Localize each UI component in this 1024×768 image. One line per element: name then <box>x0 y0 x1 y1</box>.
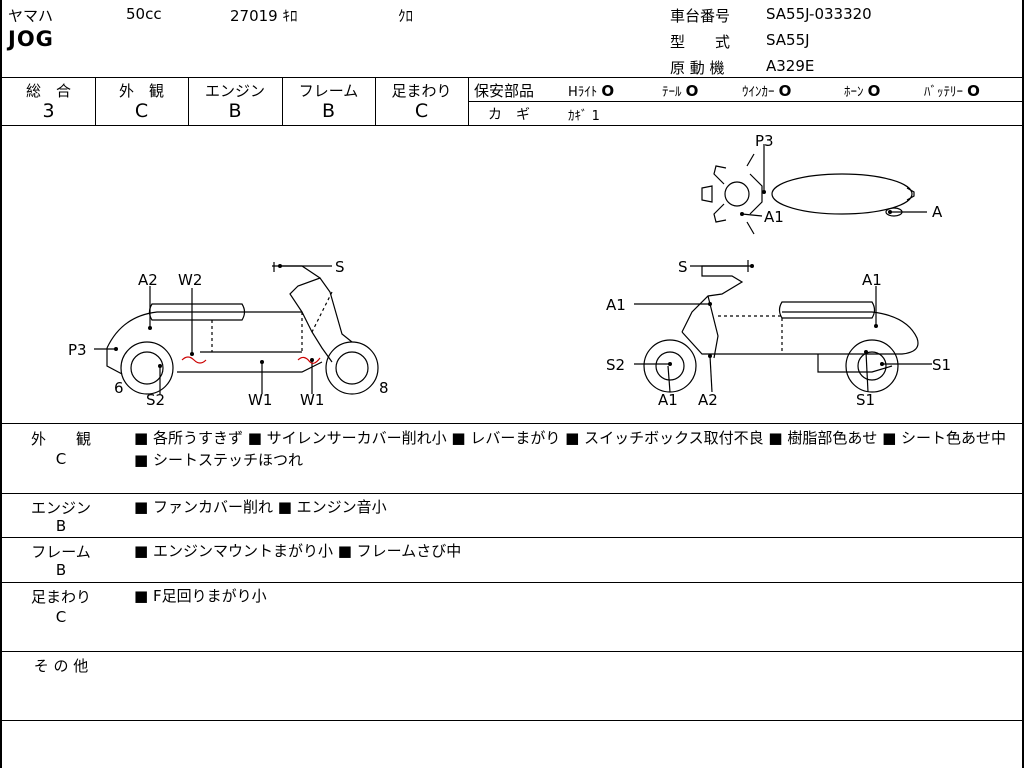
section-suspension-text: ■ F足回りまがり小 <box>134 587 267 605</box>
label-right-s1-bottom: S1 <box>856 391 875 409</box>
model-name: JOG <box>8 27 54 51</box>
engine-label: 原 動 機 <box>670 59 725 77</box>
key-label: カ ギ <box>488 107 530 123</box>
maker: ヤマハ <box>8 7 54 25</box>
divider <box>95 77 96 125</box>
safety-headlight-mark: O <box>601 82 615 100</box>
label-right-a1-top: A1 <box>862 271 882 289</box>
displacement: 50cc <box>126 5 162 23</box>
section-exterior-grade: C <box>55 450 67 468</box>
key-value: ｶｷﾞ 1 <box>568 109 600 124</box>
divider <box>2 493 1022 494</box>
engine: A329E <box>766 57 815 75</box>
label-top-p3: P3 <box>755 132 774 150</box>
label-right-s: S <box>678 258 688 276</box>
label-left-p3: P3 <box>68 341 87 359</box>
label-right-a1-left: A1 <box>606 296 626 314</box>
section-engine-label: エンジン <box>30 499 91 517</box>
divider <box>2 720 1022 721</box>
safety-winker: ｳｲﾝｶｰ O <box>742 82 792 100</box>
safety-horn: ﾎｰﾝ O <box>844 82 881 100</box>
label-left-w2: W2 <box>178 271 202 289</box>
grade-value-overall: 3 <box>42 100 55 122</box>
section-exterior-label: 外 観 <box>30 430 91 448</box>
section-exterior-text: ■ 各所うすきず ■ サイレンサーカバー削れ小 ■ レバーまがり ■ スイッチボ… <box>134 429 1007 469</box>
safety-winker-mark: O <box>778 82 792 100</box>
section-frame-text: ■ エンジンマウントまがり小 ■ フレームさび中 <box>134 542 462 560</box>
frame-number: SA55J-033320 <box>766 5 872 23</box>
grade-value-suspension: C <box>414 100 429 122</box>
color: ｸﾛ <box>398 7 414 25</box>
label-left-w1b: W1 <box>300 391 324 409</box>
divider <box>2 77 1022 78</box>
label-left-s: S <box>335 258 345 276</box>
section-suspension-grade: C <box>55 608 67 626</box>
model-type-label: 型 式 <box>670 33 731 51</box>
divider <box>2 125 1022 126</box>
safety-headlight: Hﾗｲﾄ O <box>568 82 615 100</box>
divider <box>375 77 376 125</box>
divider <box>188 77 189 125</box>
scooter-right-side <box>643 260 919 393</box>
safety-horn-mark: O <box>867 82 881 100</box>
label-top-a: A <box>932 203 943 221</box>
safety-battery-mark: O <box>967 82 980 100</box>
grade-value-exterior: C <box>134 100 149 122</box>
label-left-s2: S2 <box>146 391 165 409</box>
grade-value-frame: B <box>321 100 336 122</box>
grade-label-exterior: 外 観 <box>118 82 164 100</box>
divider <box>2 537 1022 538</box>
label-right-s2: S2 <box>606 356 625 374</box>
section-engine-grade: B <box>55 517 67 535</box>
divider <box>282 77 283 125</box>
grade-label-frame: フレーム <box>298 82 359 100</box>
divider <box>2 423 1022 424</box>
grade-label-engine: エンジン <box>204 82 265 100</box>
label-left-8: 8 <box>379 379 389 397</box>
grade-value-engine: B <box>228 100 242 122</box>
section-other-label: そ の 他 <box>33 657 89 675</box>
grade-label-overall: 総 合 <box>25 82 71 100</box>
safety-tail-mark: O <box>685 82 699 100</box>
label-left-6: 6 <box>114 379 124 397</box>
divider <box>2 582 1022 583</box>
label-top-a1: A1 <box>764 208 784 226</box>
label-right-a1-bottom: A1 <box>658 391 678 409</box>
safety-tail: ﾃｰﾙ O <box>662 82 699 100</box>
damage-diagram: P3 A1 A S A2 W2 P3 6 S2 W1 W1 8 S A1 A1 … <box>68 132 951 409</box>
divider <box>2 651 1022 652</box>
label-right-s1: S1 <box>932 356 951 374</box>
divider <box>468 101 1022 102</box>
section-suspension-label: 足まわり <box>30 588 91 606</box>
frame-number-label: 車台番号 <box>670 7 731 25</box>
section-frame-label: フレーム <box>31 543 91 561</box>
label-right-a2: A2 <box>698 391 718 409</box>
label-left-w1a: W1 <box>248 391 272 409</box>
section-engine-text: ■ ファンカバー削れ ■ エンジン音小 <box>134 498 387 516</box>
label-left-a2: A2 <box>138 271 158 289</box>
mileage: 27019 ｷﾛ <box>230 7 298 25</box>
model-type: SA55J <box>766 31 810 49</box>
safety-label: 保安部品 <box>474 82 535 100</box>
scooter-top-view <box>701 153 915 235</box>
safety-battery: ﾊﾞｯﾃﾘｰ O <box>924 82 980 100</box>
grade-label-suspension: 足まわり <box>391 82 452 100</box>
section-frame-grade: B <box>55 561 67 579</box>
